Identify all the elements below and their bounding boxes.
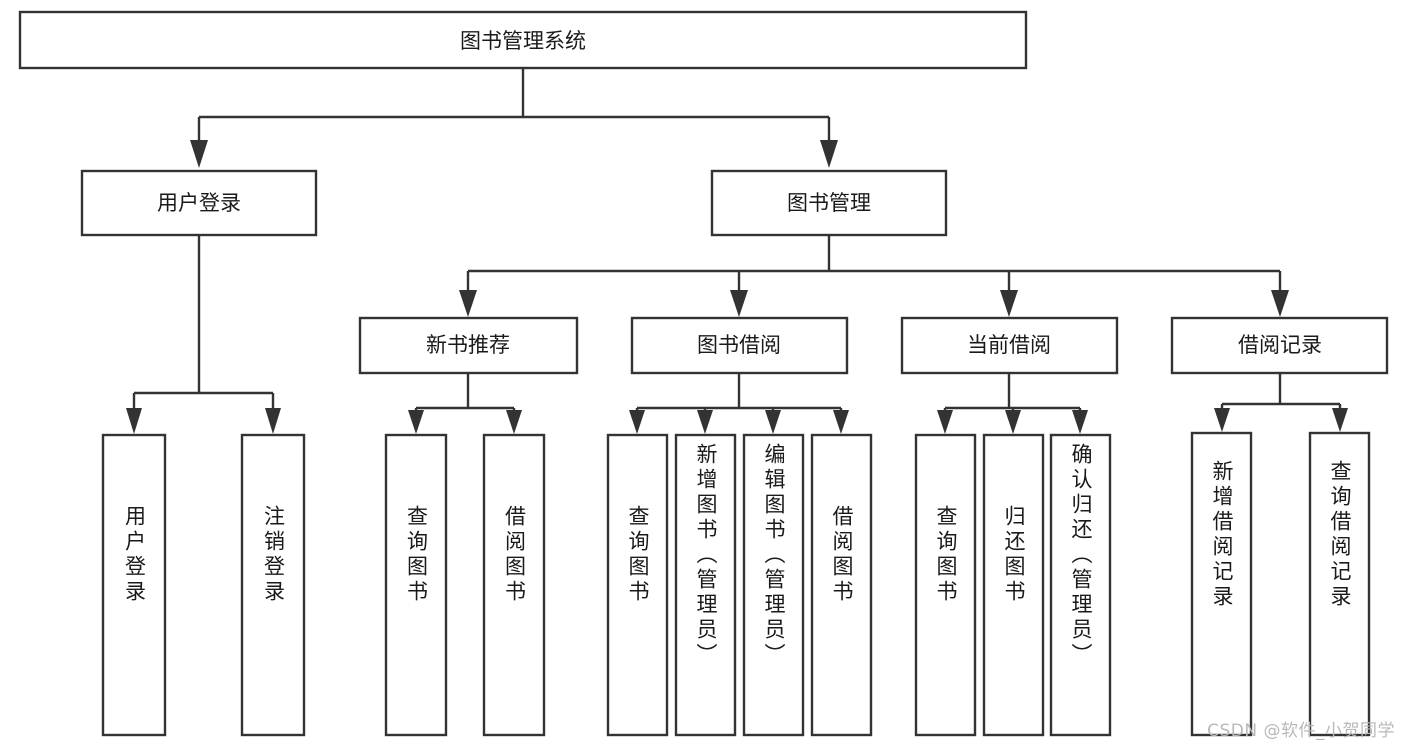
arrowhead-bookmgmt-to-new-book [459, 290, 477, 317]
arrowhead-root-to-book-mgmt [820, 140, 838, 168]
arrowhead-newbook-leaf-1 [408, 410, 424, 434]
node-leaf-book-borrow-2[interactable] [674, 433, 737, 737]
node-leaf-borrow-records-1[interactable] [1190, 431, 1253, 737]
node-current-borrow[interactable] [900, 316, 1119, 375]
node-book-management-label: 图书管理 [787, 191, 871, 215]
node-user-login-label: 用户登录 [157, 191, 241, 215]
arrowhead-userlogin-leaf-1 [126, 408, 142, 434]
node-leaf-current-borrow-3[interactable] [1049, 433, 1112, 737]
node-book-borrow[interactable] [630, 316, 849, 375]
node-leaf-current-borrow-2[interactable] [982, 433, 1045, 737]
arrowhead-newbook-leaf-2 [506, 410, 522, 434]
node-leaf-book-borrow-3[interactable] [742, 433, 805, 737]
node-book-borrow-label: 图书借阅 [697, 333, 781, 357]
node-root-label: 图书管理系统 [460, 29, 586, 53]
node-leaf-user-login-2[interactable] [240, 433, 306, 737]
node-leaf-book-borrow-4[interactable] [810, 433, 873, 737]
node-leaf-book-borrow-1[interactable] [606, 433, 669, 737]
node-current-borrow-label: 当前借阅 [967, 333, 1051, 357]
arrowhead-bookmgmt-to-borrow-records [1271, 290, 1289, 317]
node-book-management[interactable] [710, 169, 948, 237]
arrowhead-bookmgmt-to-book-borrow [730, 290, 748, 317]
arrowhead-bookborrow-leaf-1 [629, 410, 645, 434]
node-leaf-borrow-records-2[interactable] [1308, 431, 1371, 737]
arrowhead-currentborrow-leaf-2 [1005, 410, 1021, 434]
arrowhead-root-to-user-login [190, 140, 208, 168]
arrowhead-bookborrow-leaf-2 [697, 410, 713, 434]
node-leaf-user-login-1[interactable] [101, 433, 167, 737]
arrowhead-bookmgmt-to-current-borrow [1000, 290, 1018, 317]
node-leaf-current-borrow-1[interactable] [914, 433, 977, 737]
watermark-text: CSDN @软件_小贺同学 [1207, 721, 1395, 741]
node-new-book-recommend-label: 新书推荐 [426, 333, 510, 357]
node-leaf-new-book-1[interactable] [384, 433, 448, 737]
arrowhead-currentborrow-leaf-3 [1072, 410, 1088, 434]
node-borrow-records[interactable] [1170, 316, 1389, 375]
arrowhead-userlogin-leaf-2 [265, 408, 281, 434]
node-borrow-records-label: 借阅记录 [1238, 333, 1322, 357]
node-root[interactable] [18, 10, 1028, 70]
arrowhead-borrowrecords-leaf-1 [1214, 408, 1230, 432]
node-new-book-recommend[interactable] [358, 316, 579, 375]
arrowhead-borrowrecords-leaf-2 [1332, 408, 1348, 432]
arrowhead-currentborrow-leaf-1 [937, 410, 953, 434]
node-leaf-new-book-2[interactable] [482, 433, 546, 737]
arrowhead-bookborrow-leaf-4 [833, 410, 849, 434]
arrowhead-bookborrow-leaf-3 [765, 410, 781, 434]
